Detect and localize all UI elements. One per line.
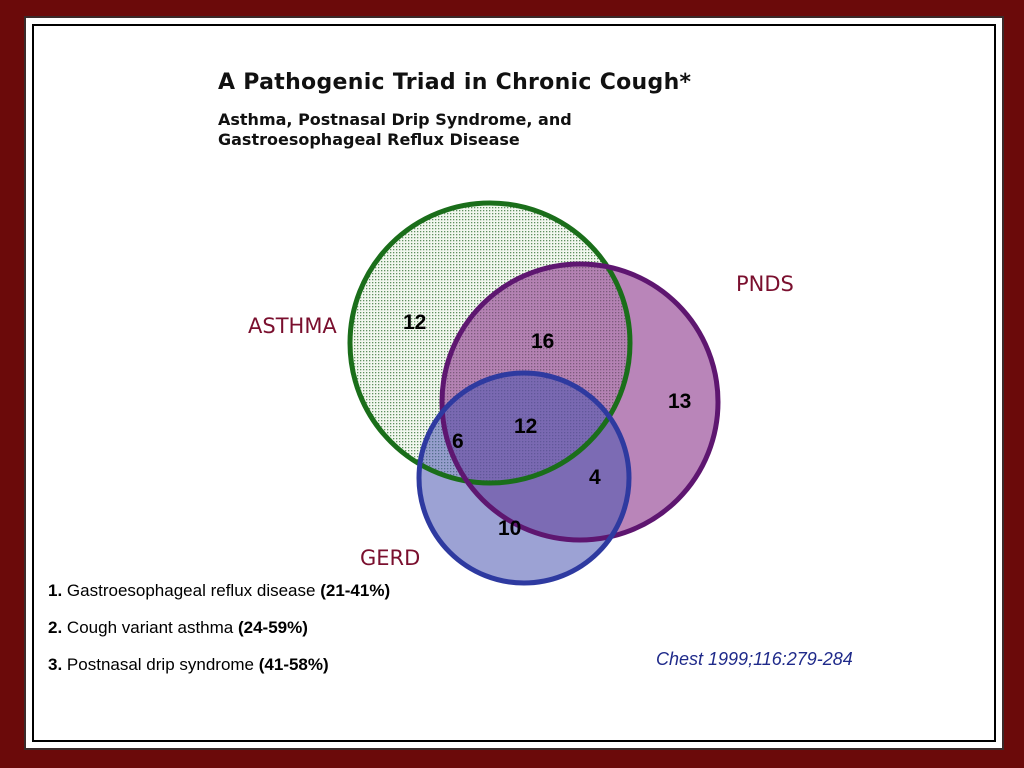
slide-title: A Pathogenic Triad in Chronic Cough* (218, 70, 692, 95)
asthma-label: ASTHMA (248, 314, 337, 338)
region-pnds-only: 13 (668, 390, 692, 413)
region-asthma-pnds: 16 (531, 330, 555, 353)
list-item-range: (41-58%) (258, 655, 329, 674)
pnds-label: PNDS (736, 272, 794, 296)
citation: Chest 1999;116:279-284 (656, 649, 853, 669)
region-pnds-gerd: 4 (589, 466, 601, 489)
list-item-range: (21-41%) (320, 581, 391, 600)
list-item-text: Cough variant asthma (66, 618, 234, 637)
list-item: 1. Gastroesophageal reflux disease (21-4… (48, 580, 390, 617)
slide-subtitle: Asthma, Postnasal Drip Syndrome, and Gas… (218, 110, 572, 150)
list-item: 3. Postnasal drip syndrome (41-58%) (48, 654, 390, 691)
list-item-number: 2. (48, 618, 63, 637)
region-all-three: 12 (514, 415, 538, 438)
subtitle-line-2: Gastroesophageal Reflux Disease (218, 130, 520, 149)
list-item-number: 3. (48, 655, 63, 674)
asthma-circle-outline (347, 200, 633, 486)
list-item: 2. Cough variant asthma (24-59%) (48, 617, 390, 654)
region-gerd-only: 10 (498, 517, 522, 540)
list-item-number: 1. (48, 581, 63, 600)
pnds-circle-outline (439, 261, 721, 543)
region-asthma-gerd: 6 (452, 430, 464, 453)
list-item-text: Postnasal drip syndrome (66, 655, 255, 674)
subtitle-line-1: Asthma, Postnasal Drip Syndrome, and (218, 110, 572, 129)
list-item-range: (24-59%) (237, 618, 308, 637)
slide-outer-frame (24, 16, 1004, 750)
list-item-text: Gastroesophageal reflux disease (66, 581, 316, 600)
gerd-circle-outline (416, 370, 632, 586)
gerd-label: GERD (360, 546, 421, 570)
prevalence-list: 1. Gastroesophageal reflux disease (21-4… (48, 580, 390, 691)
region-asthma-only: 12 (403, 311, 427, 334)
